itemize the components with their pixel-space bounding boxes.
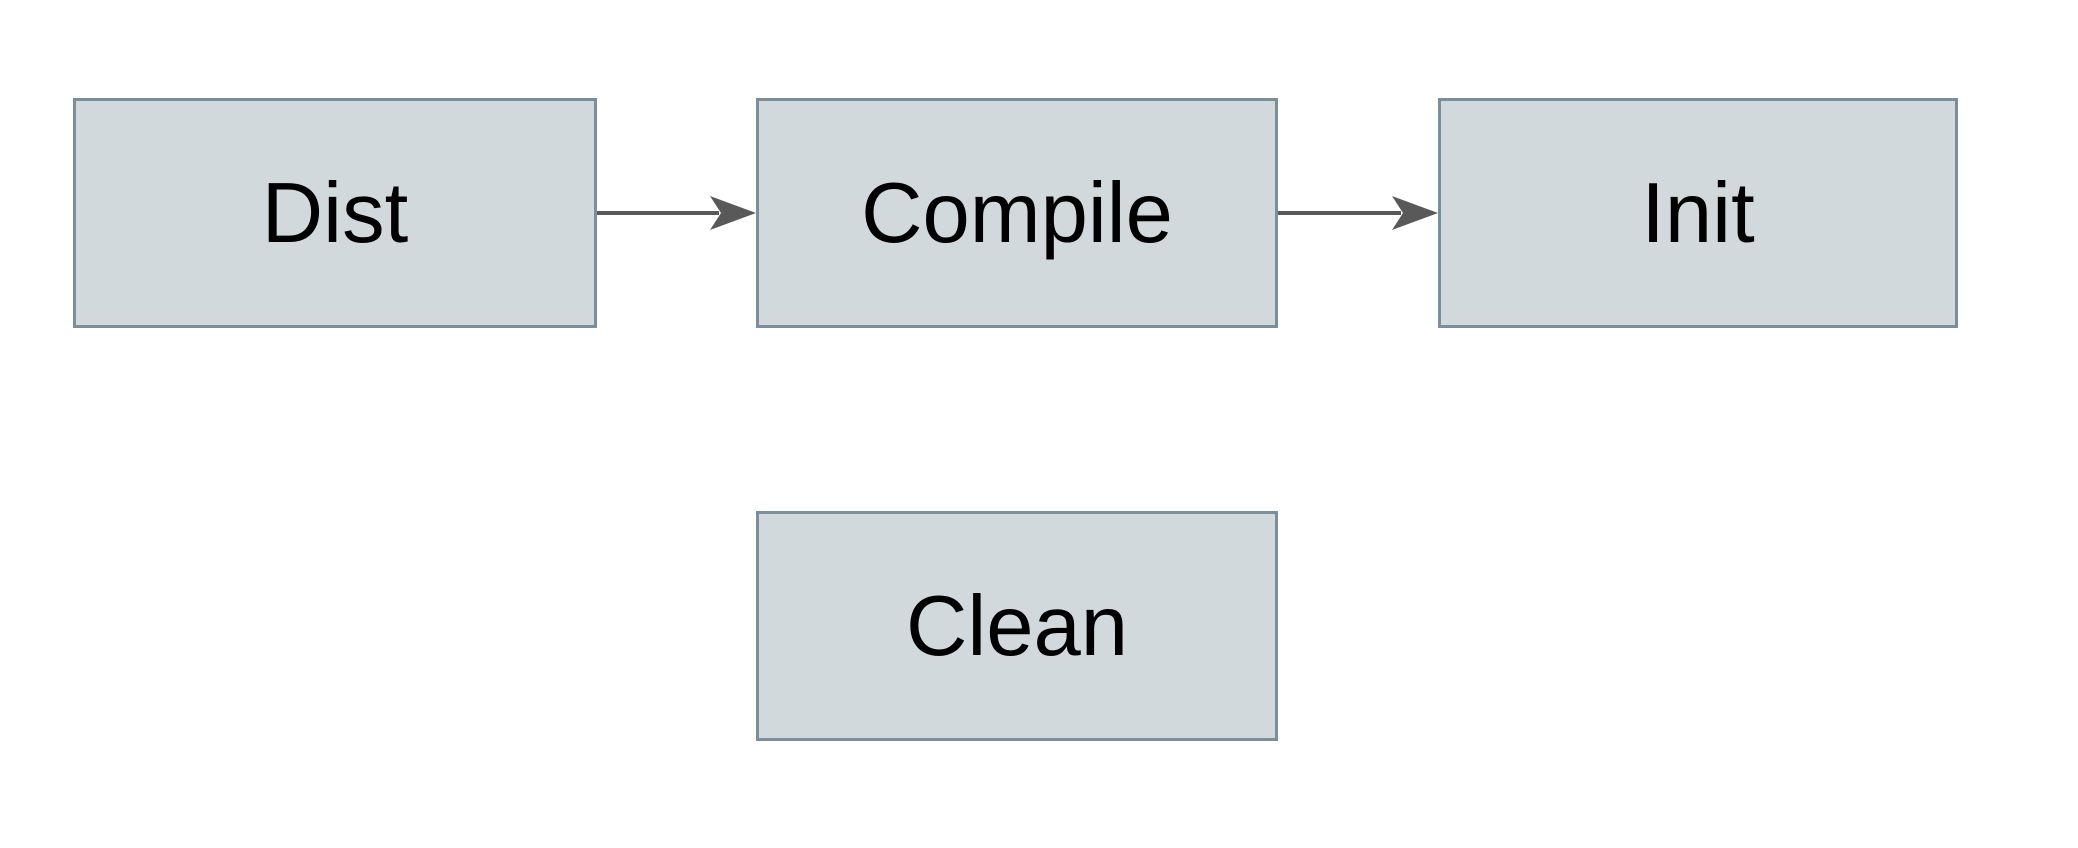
node-dist-label: Dist	[261, 165, 409, 261]
arrowhead-icon	[1392, 196, 1438, 230]
node-init[interactable]: Init	[1438, 98, 1958, 328]
node-dist[interactable]: Dist	[73, 98, 597, 328]
connector-dist-to-compile[interactable]	[597, 193, 756, 233]
node-clean[interactable]: Clean	[756, 511, 1278, 741]
connector-compile-to-init[interactable]	[1278, 193, 1438, 233]
node-init-label: Init	[1641, 165, 1755, 261]
arrowhead-icon	[710, 196, 756, 230]
node-clean-label: Clean	[905, 578, 1129, 674]
node-compile[interactable]: Compile	[756, 98, 1278, 328]
node-compile-label: Compile	[861, 165, 1173, 261]
